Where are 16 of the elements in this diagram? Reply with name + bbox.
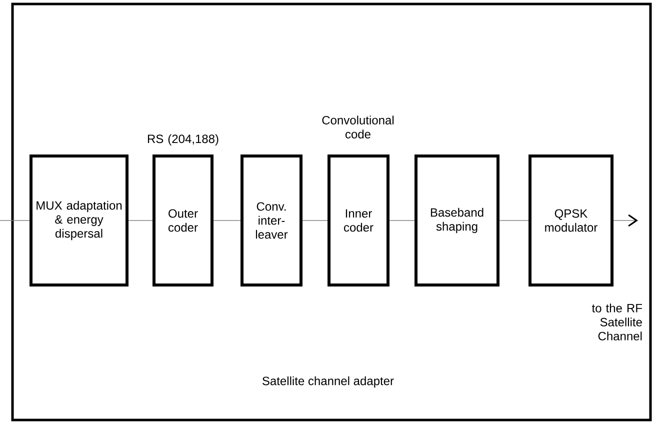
process-box: QPSK modulator — [528, 154, 614, 286]
output-label: to the RF Satellite Channel — [592, 304, 642, 340]
connector — [128, 220, 153, 221]
connector — [302, 220, 328, 221]
connector — [389, 220, 415, 221]
connector — [499, 220, 529, 221]
process-box: Inner coder — [328, 154, 390, 286]
process-box: Conv. inter-leaver — [240, 154, 302, 286]
process-box: Baseband shaping — [414, 154, 500, 286]
process-box: MUX adaptation & energy dispersal — [30, 154, 128, 286]
connector — [0, 220, 30, 221]
connector — [613, 214, 638, 227]
connector — [213, 220, 241, 221]
annotation-text: Convolutional code — [322, 116, 394, 138]
process-box: Outer coder — [152, 154, 214, 286]
annotation-text: RS (204,188) — [148, 134, 218, 146]
